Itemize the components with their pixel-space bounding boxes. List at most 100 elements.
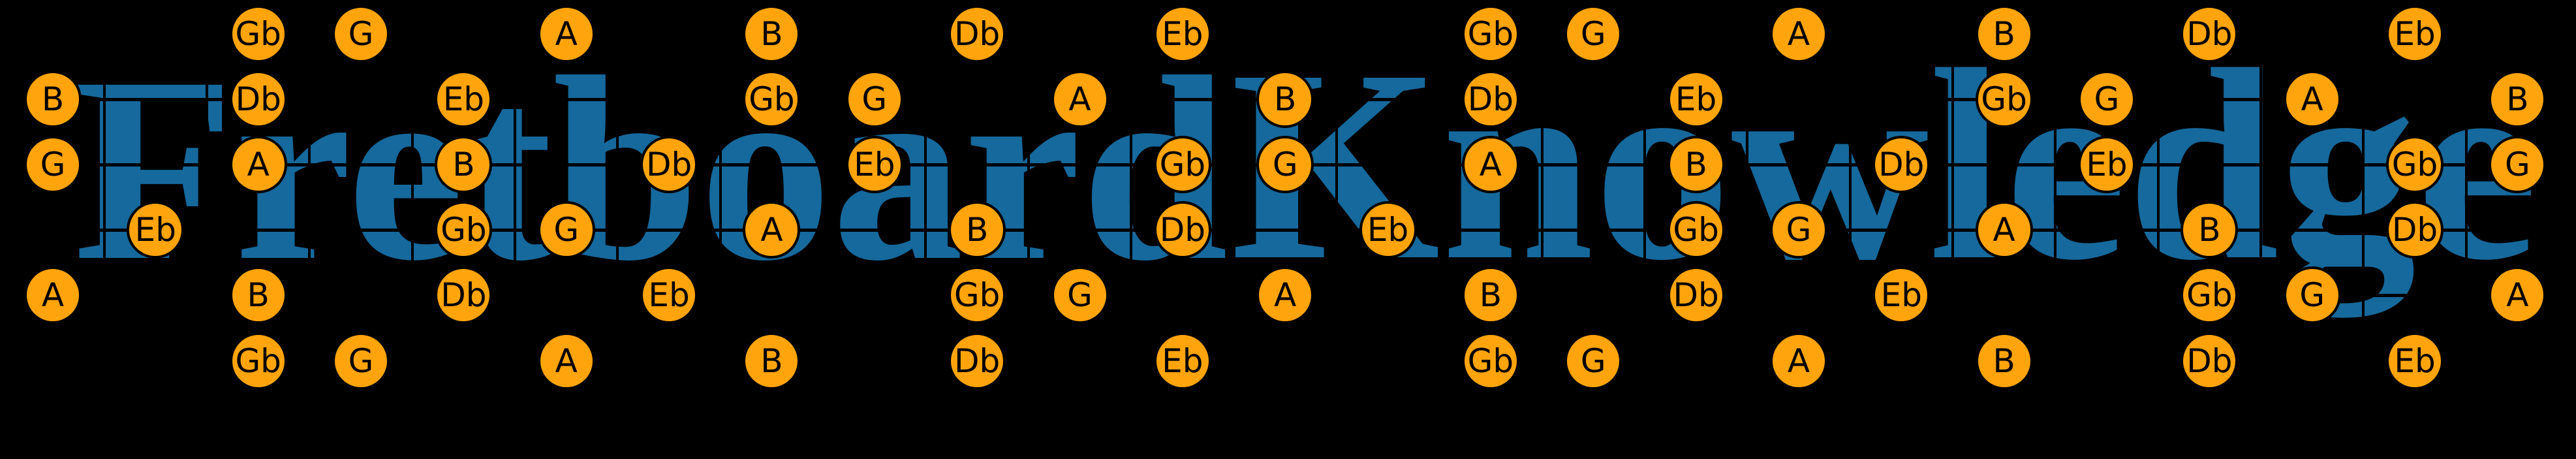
fret-line bbox=[1746, 33, 1749, 362]
string-line bbox=[0, 359, 2576, 362]
string-line bbox=[0, 32, 2576, 36]
fret-line bbox=[308, 33, 311, 362]
note-marker[interactable]: B bbox=[1667, 136, 1725, 194]
note-label: A bbox=[1479, 146, 1502, 184]
note-marker[interactable]: G bbox=[1769, 201, 1827, 259]
note-marker[interactable]: G bbox=[1564, 5, 1622, 63]
note-marker[interactable]: Db bbox=[2180, 5, 2239, 63]
note-marker[interactable]: Eb bbox=[1872, 266, 1931, 324]
note-marker[interactable]: A bbox=[1461, 136, 1519, 194]
note-marker[interactable]: G bbox=[845, 71, 903, 129]
note-marker[interactable]: B bbox=[948, 201, 1006, 259]
note-marker[interactable]: Eb bbox=[640, 266, 698, 324]
note-marker[interactable]: G bbox=[2489, 136, 2547, 194]
note-marker[interactable]: Db bbox=[1667, 266, 1725, 324]
note-label: Eb bbox=[1675, 80, 1717, 119]
note-marker[interactable]: Gb bbox=[229, 332, 287, 390]
note-marker[interactable]: A bbox=[743, 201, 801, 259]
note-label: B bbox=[1479, 276, 1502, 315]
note-marker[interactable]: B bbox=[743, 332, 801, 390]
note-marker[interactable]: Eb bbox=[435, 71, 493, 129]
note-marker[interactable]: A bbox=[24, 266, 82, 324]
note-label: Eb bbox=[2086, 146, 2128, 184]
note-marker[interactable]: Db bbox=[435, 266, 493, 324]
note-label: B bbox=[247, 276, 270, 315]
note-label: Eb bbox=[442, 80, 485, 119]
note-marker[interactable]: Eb bbox=[1153, 332, 1211, 390]
note-marker[interactable]: G bbox=[1564, 332, 1622, 390]
note-marker[interactable]: A bbox=[1256, 266, 1314, 324]
note-marker[interactable]: B bbox=[2489, 71, 2547, 129]
note-marker[interactable]: B bbox=[1256, 71, 1314, 129]
note-marker[interactable]: Eb bbox=[1667, 71, 1725, 129]
note-marker[interactable]: Eb bbox=[127, 201, 185, 259]
note-label: G bbox=[1580, 15, 1606, 53]
note-label: Eb bbox=[2394, 15, 2436, 53]
note-marker[interactable]: B bbox=[743, 5, 801, 63]
note-marker[interactable]: G bbox=[2283, 266, 2341, 324]
note-marker[interactable]: Db bbox=[229, 71, 287, 129]
note-label: Db bbox=[954, 341, 1001, 380]
note-marker[interactable]: Gb bbox=[435, 201, 493, 259]
note-marker[interactable]: A bbox=[1051, 71, 1109, 129]
note-marker[interactable]: Gb bbox=[2386, 136, 2444, 194]
note-marker[interactable]: Gb bbox=[948, 266, 1006, 324]
note-marker[interactable]: Gb bbox=[229, 5, 287, 63]
note-label: B bbox=[1684, 146, 1707, 184]
note-marker[interactable]: A bbox=[1769, 5, 1827, 63]
note-marker[interactable]: Gb bbox=[743, 71, 801, 129]
fret-line bbox=[2156, 33, 2160, 362]
note-marker[interactable]: G bbox=[537, 201, 595, 259]
note-label: Db bbox=[2186, 341, 2233, 380]
note-marker[interactable]: Gb bbox=[1153, 136, 1211, 194]
note-marker[interactable]: G bbox=[332, 5, 390, 63]
note-marker[interactable]: G bbox=[1051, 266, 1109, 324]
note-marker[interactable]: A bbox=[1769, 332, 1827, 390]
note-marker[interactable]: A bbox=[537, 332, 595, 390]
note-marker[interactable]: G bbox=[24, 136, 82, 194]
note-marker[interactable]: A bbox=[537, 5, 595, 63]
note-marker[interactable]: Db bbox=[2180, 332, 2239, 390]
note-marker[interactable]: Gb bbox=[2180, 266, 2239, 324]
fret-line bbox=[719, 33, 722, 362]
note-marker[interactable]: A bbox=[2489, 266, 2547, 324]
note-marker[interactable]: Db bbox=[1153, 201, 1211, 259]
note-label: Eb bbox=[134, 211, 177, 249]
note-marker[interactable]: Db bbox=[948, 332, 1006, 390]
note-marker[interactable]: Gb bbox=[1667, 201, 1725, 259]
note-marker[interactable]: A bbox=[1975, 201, 2033, 259]
fret-line bbox=[822, 33, 825, 362]
note-marker[interactable]: Gb bbox=[1975, 71, 2033, 129]
note-label: Gb bbox=[954, 276, 1001, 315]
note-marker[interactable]: Db bbox=[1461, 71, 1519, 129]
note-marker[interactable]: Eb bbox=[2386, 5, 2444, 63]
note-label: G bbox=[348, 341, 374, 380]
note-marker[interactable]: B bbox=[1975, 332, 2033, 390]
fret-line bbox=[1438, 33, 1441, 362]
note-marker[interactable]: B bbox=[1975, 5, 2033, 63]
note-marker[interactable]: G bbox=[332, 332, 390, 390]
note-marker[interactable]: B bbox=[435, 136, 493, 194]
note-marker[interactable]: B bbox=[24, 71, 82, 129]
note-marker[interactable]: G bbox=[1256, 136, 1314, 194]
note-marker[interactable]: A bbox=[2283, 71, 2341, 129]
note-marker[interactable]: Eb bbox=[1153, 5, 1211, 63]
note-marker[interactable]: Db bbox=[2386, 201, 2444, 259]
note-marker[interactable]: Eb bbox=[845, 136, 903, 194]
note-label: G bbox=[2505, 146, 2530, 184]
note-marker[interactable]: B bbox=[229, 266, 287, 324]
note-marker[interactable]: B bbox=[1461, 266, 1519, 324]
note-marker[interactable]: Db bbox=[640, 136, 698, 194]
note-label: B bbox=[1993, 15, 2015, 53]
note-marker[interactable]: B bbox=[2180, 201, 2239, 259]
note-marker[interactable]: Gb bbox=[1461, 332, 1519, 390]
note-marker[interactable]: Db bbox=[948, 5, 1006, 63]
note-marker[interactable]: Db bbox=[1872, 136, 1931, 194]
note-marker[interactable]: Eb bbox=[2386, 332, 2444, 390]
note-marker[interactable]: G bbox=[2078, 71, 2135, 129]
note-marker[interactable]: A bbox=[229, 136, 287, 194]
note-label: Gb bbox=[1673, 211, 1719, 249]
note-marker[interactable]: Eb bbox=[1359, 201, 1417, 259]
note-marker[interactable]: Gb bbox=[1461, 5, 1519, 63]
note-marker[interactable]: Eb bbox=[2078, 136, 2135, 194]
